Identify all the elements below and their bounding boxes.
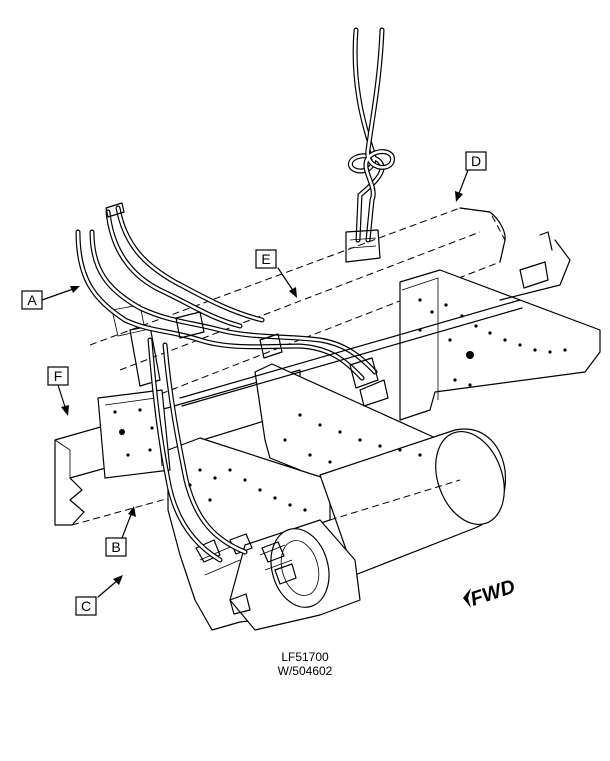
coiled-tubes bbox=[345, 27, 395, 263]
callout-b-label: B bbox=[111, 539, 120, 555]
callout-d-label: D bbox=[471, 153, 481, 169]
upper-beam bbox=[89, 207, 506, 403]
callout-c: C bbox=[75, 596, 97, 616]
cylinder-tank bbox=[319, 428, 507, 576]
figure-id-line1: LF51700 bbox=[281, 650, 329, 664]
fwd-label: FWD bbox=[468, 576, 518, 611]
tube-bundle bbox=[75, 202, 389, 563]
callout-e: E bbox=[255, 249, 277, 269]
figure-id-line2: W/504602 bbox=[277, 664, 333, 678]
callout-a: A bbox=[21, 290, 43, 310]
callout-b: B bbox=[105, 537, 127, 557]
forward-direction-marker: FWD bbox=[463, 576, 518, 611]
callout-f: F bbox=[47, 366, 69, 386]
forward-arrow-icon bbox=[463, 588, 471, 608]
callout-d: D bbox=[465, 151, 487, 171]
mounting-holes bbox=[113, 298, 567, 512]
leader-lines bbox=[41, 169, 469, 598]
callout-f-label: F bbox=[54, 368, 63, 384]
right-mounting-plate bbox=[399, 269, 601, 421]
pump-drum bbox=[195, 519, 361, 631]
callout-c-label: C bbox=[81, 598, 91, 614]
callout-e-label: E bbox=[261, 251, 270, 267]
callout-a-label: A bbox=[27, 292, 37, 308]
